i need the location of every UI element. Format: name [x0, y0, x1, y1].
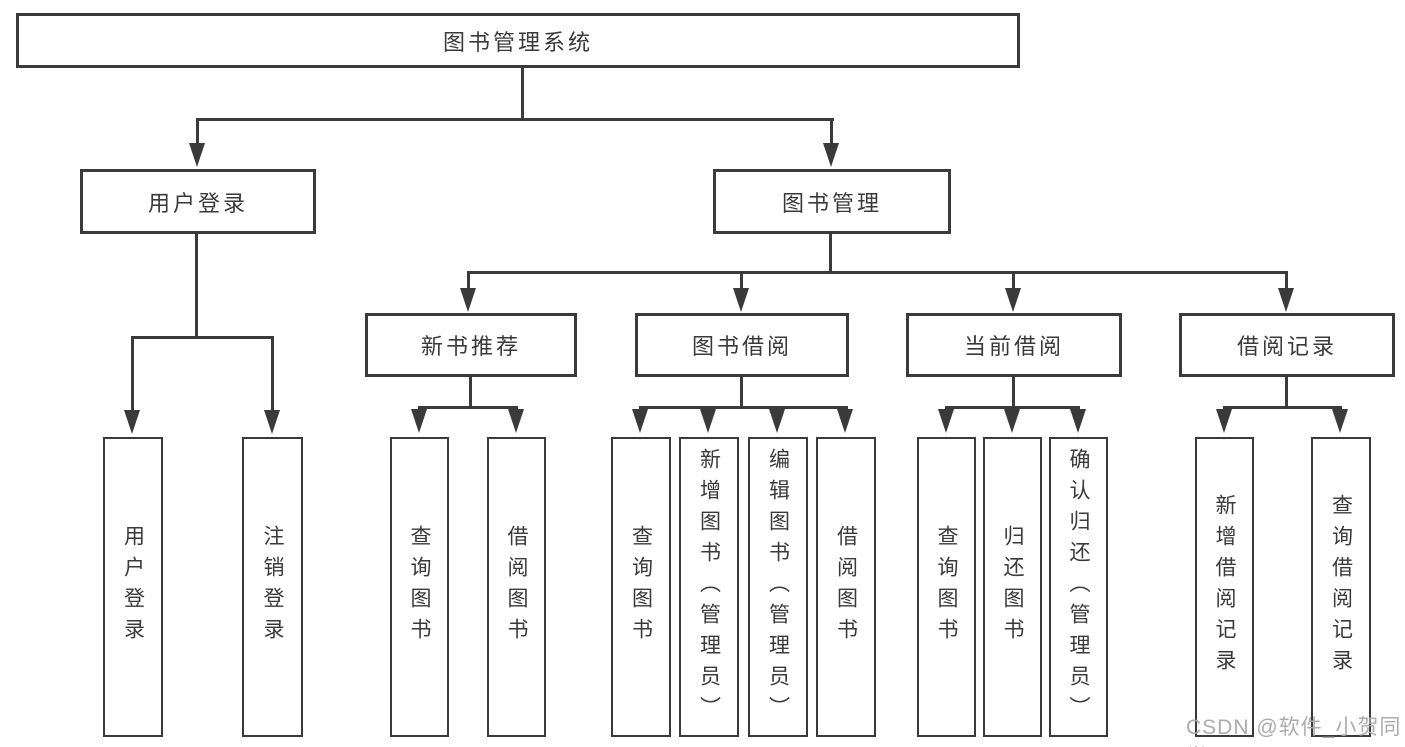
node-confirm-return-admin: 确认归还（管理员） — [1049, 437, 1108, 737]
node-label: 用户登录 — [121, 525, 145, 649]
node-label: 编辑图书（管理员） — [766, 447, 790, 727]
connector-current-drop — [1012, 271, 1015, 291]
connector-book-mgmt-branch — [467, 271, 1288, 274]
node-label: 查询图书 — [629, 525, 653, 649]
node-borrow-books-recommend: 借阅图书 — [487, 437, 546, 737]
node-query-books-current: 查询图书 — [917, 437, 976, 737]
arrow-down-icon — [124, 410, 140, 434]
node-label: 查询借阅记录 — [1329, 494, 1353, 680]
arrow-down-icon — [1332, 409, 1348, 433]
connector-book-mgmt-drop — [830, 118, 833, 148]
arrow-down-icon — [733, 288, 749, 312]
node-user-login-leaf: 用户登录 — [103, 437, 163, 737]
connector-records-drop — [1285, 271, 1288, 291]
arrow-down-icon — [1005, 288, 1021, 312]
connector-recommend-branch — [418, 406, 518, 409]
arrow-down-icon — [1070, 409, 1086, 433]
node-label: 借阅图书 — [834, 525, 858, 649]
csdn-watermark: CSDN @软件_小贺同学 — [1186, 716, 1402, 747]
connector-borrowing-drop — [740, 271, 743, 291]
connector-book-mgmt-stub — [829, 234, 832, 274]
connector-recommend-drop — [467, 271, 470, 291]
node-label: 查询图书 — [935, 525, 958, 649]
connector-root-stub — [521, 66, 524, 121]
arrow-down-icon — [1216, 409, 1232, 433]
node-borrowing-records: 借阅记录 — [1179, 313, 1395, 377]
arrow-down-icon — [411, 409, 427, 433]
connector-recommend-stub — [469, 377, 472, 409]
node-query-borrow-record: 查询借阅记录 — [1311, 437, 1371, 737]
arrow-down-icon — [837, 409, 853, 433]
node-label: 确认归还（管理员） — [1067, 447, 1090, 727]
arrow-down-icon — [769, 409, 785, 433]
connector-user-login-branch — [131, 336, 274, 339]
node-user-login: 用户登录 — [80, 169, 316, 234]
connector-borrowing-branch — [639, 406, 848, 409]
arrow-down-icon — [700, 409, 716, 433]
node-new-book-recommend: 新书推荐 — [365, 313, 577, 377]
arrow-down-icon — [189, 143, 205, 167]
arrow-down-icon — [1004, 409, 1020, 433]
node-query-books-recommend: 查询图书 — [390, 437, 449, 737]
node-edit-book-admin: 编辑图书（管理员） — [748, 437, 808, 737]
node-book-management: 图书管理 — [713, 169, 951, 234]
connector-records-stub — [1285, 377, 1288, 409]
node-label: 归还图书 — [1001, 525, 1024, 649]
node-query-books-borrowing: 查询图书 — [611, 437, 671, 737]
node-label: 新增借阅记录 — [1213, 494, 1236, 680]
arrow-down-icon — [632, 409, 648, 433]
node-library-system: 图书管理系统 — [16, 13, 1020, 68]
connector-login-leaf-drop — [131, 336, 134, 413]
node-label: 查询图书 — [408, 525, 431, 649]
node-return-book: 归还图书 — [983, 437, 1042, 737]
node-add-borrow-record: 新增借阅记录 — [1195, 437, 1254, 737]
connector-root-branch — [196, 118, 834, 121]
connector-user-login-stub — [195, 234, 198, 339]
connector-borrowing-stub — [740, 377, 743, 409]
node-label: 注销登录 — [261, 525, 284, 649]
node-logout-leaf: 注销登录 — [242, 437, 303, 737]
node-book-borrowing: 图书借阅 — [635, 313, 849, 377]
arrow-down-icon — [264, 410, 280, 434]
connector-logout-leaf-drop — [271, 336, 274, 413]
node-label: 借阅图书 — [505, 525, 528, 649]
arrow-down-icon — [460, 288, 476, 312]
arrow-down-icon — [508, 409, 524, 433]
node-current-borrowing: 当前借阅 — [906, 313, 1122, 377]
connector-current-stub — [1012, 377, 1015, 409]
node-add-book-admin: 新增图书（管理员） — [679, 437, 739, 737]
connector-records-branch — [1223, 406, 1342, 409]
node-label: 新增图书（管理员） — [697, 447, 721, 727]
arrow-down-icon — [1278, 288, 1294, 312]
connector-user-login-drop — [196, 118, 199, 148]
arrow-down-icon — [823, 143, 839, 167]
node-borrow-books-leaf: 借阅图书 — [816, 437, 876, 737]
connector-current-branch — [945, 406, 1080, 409]
arrow-down-icon — [938, 409, 954, 433]
